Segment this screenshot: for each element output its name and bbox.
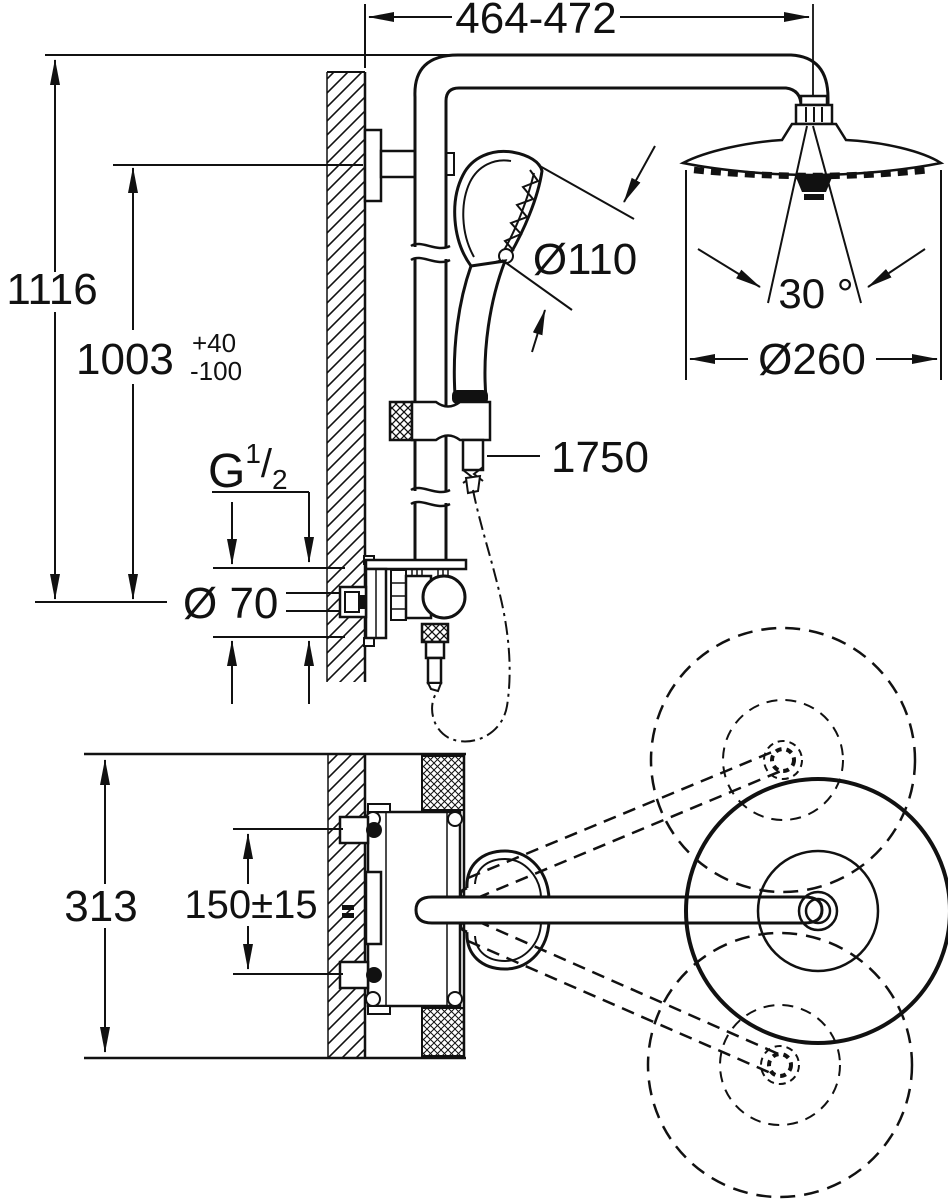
inlet-union-bottom [338, 960, 370, 990]
tile-layer-bottom [421, 1007, 465, 1057]
spray-nozzle-band [693, 166, 931, 180]
spray-face-pattern [500, 169, 540, 256]
dim-escutcheon-diameter [213, 502, 345, 704]
label-spray-angle: 30 ° [778, 270, 853, 317]
thread-slash: / [261, 442, 273, 486]
hand-shower-handle [452, 259, 508, 400]
thread-numerator: 1 [245, 438, 261, 469]
label-arm-reach: 464-472 [455, 0, 616, 43]
head-connection-nut [794, 94, 834, 126]
thread-prefix: G [208, 445, 245, 498]
plan-view [84, 626, 948, 1199]
label-height-holder: 1003 [76, 335, 174, 384]
label-height-holder-tol-plus: +40 [192, 328, 236, 358]
head-position-up [649, 626, 917, 894]
hand-shower [452, 149, 544, 404]
inlet-union-top [338, 815, 370, 845]
dim-head-diameter [685, 170, 942, 380]
tile-layer-top [421, 755, 465, 811]
rail-holder [388, 400, 492, 442]
dimension-labels: 464-472 1116 1003 +40 -100 Ø110 30 ° Ø26… [6, 0, 866, 931]
wall-section [326, 71, 367, 682]
label-thread: G1/2 [208, 438, 288, 498]
dim-inlet-spacing [233, 828, 343, 975]
front-view [35, 4, 945, 743]
label-hand-shower-dia: Ø110 [533, 235, 637, 284]
label-depth-total: 313 [64, 882, 137, 931]
dim-height-holder [35, 164, 363, 603]
arm-escutcheon-plan [459, 849, 551, 971]
label-inlet-spacing: 150±15 [184, 883, 317, 927]
label-escutcheon-dia: Ø 70 [183, 579, 278, 628]
hose-stub [461, 438, 485, 495]
pipe-break-marks [410, 242, 451, 508]
cartridge-plan [364, 870, 383, 946]
spray-cone [697, 125, 926, 304]
dim-thread [212, 491, 314, 563]
shower-arm-plan [414, 895, 824, 925]
head-position-middle [684, 777, 948, 1045]
label-height-holder-tol-minus: -100 [190, 356, 242, 386]
mixer-knob [421, 574, 467, 620]
handle-collar [452, 390, 488, 404]
mixer-valve-front [338, 555, 468, 693]
dim-hand-shower-diameter [501, 145, 656, 353]
hose-nut [420, 622, 450, 644]
label-head-dia: Ø260 [758, 335, 866, 384]
label-hose-length: 1750 [551, 433, 649, 482]
dim-arm-reach [364, 4, 810, 68]
label-height-total: 1116 [6, 265, 97, 314]
head-position-down [646, 931, 914, 1199]
shower-hose [431, 489, 511, 743]
thread-denominator: 2 [272, 464, 288, 495]
swivel-arm-positions [467, 750, 784, 1076]
head-shower-front [679, 122, 945, 200]
